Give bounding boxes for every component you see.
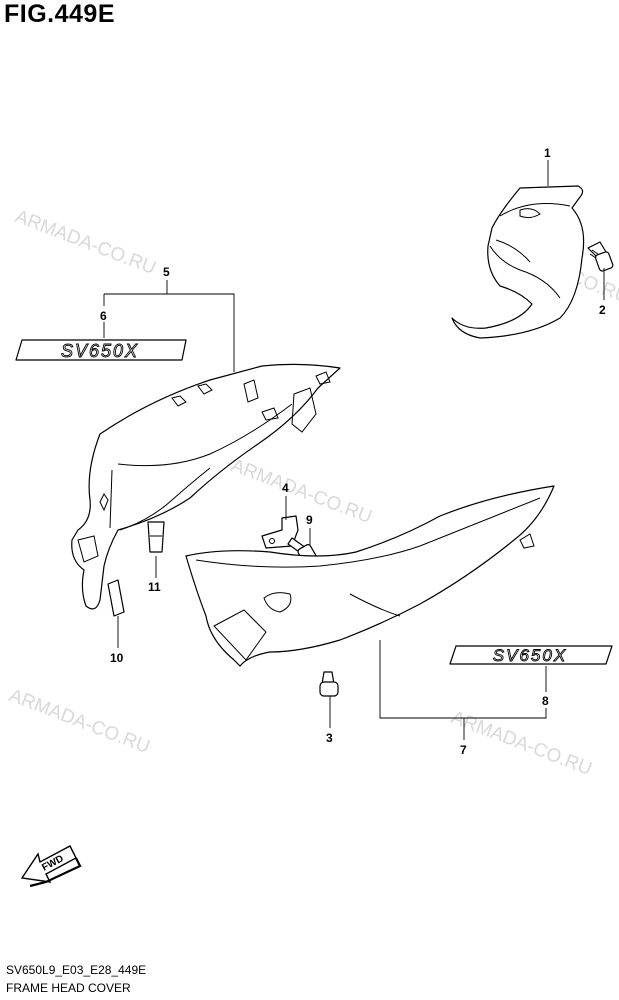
callout-3: 3 [326, 731, 333, 745]
callout-10: 10 [110, 651, 124, 665]
callout-4: 4 [282, 481, 289, 495]
callout-2: 2 [599, 303, 606, 317]
emblem-text: SV650X [61, 341, 139, 361]
part-1-cover [451, 185, 585, 339]
callout-5: 5 [163, 265, 170, 279]
callout-11: 11 [148, 580, 161, 594]
watermark: ARMADA-CO.RU [6, 685, 152, 758]
callout-8: 8 [542, 694, 549, 708]
part-11-grommet [147, 521, 165, 553]
callout-6: 6 [100, 309, 107, 323]
figure-code: SV650L9_E03_E28_449E [6, 963, 147, 977]
callout-9: 9 [306, 513, 313, 527]
part-10-pad [107, 579, 125, 617]
forward-arrow-icon: FWD [20, 845, 82, 888]
part-3-screw [319, 671, 339, 697]
watermark: ARMADA-CO.RU [228, 455, 374, 528]
leader-lines [103, 160, 605, 740]
part-7-right-cover [185, 485, 555, 667]
callouts: 1 2 3 4 5 6 7 8 9 10 11 [100, 146, 606, 757]
callout-1: 1 [544, 146, 551, 160]
watermark: ARMADA-CO.RU [12, 206, 158, 279]
figure-caption: FRAME HEAD COVER [6, 981, 131, 995]
figure-title: FIG.449E [4, 0, 115, 28]
part-4-bracket [261, 515, 299, 549]
part-5-left-cover [71, 363, 341, 610]
part-2-screw [587, 241, 614, 272]
emblem-text: SV650X [493, 646, 567, 665]
part-8-emblem: SV650X [449, 645, 613, 665]
callout-7: 7 [460, 743, 467, 757]
part-6-emblem: SV650X [15, 339, 187, 361]
